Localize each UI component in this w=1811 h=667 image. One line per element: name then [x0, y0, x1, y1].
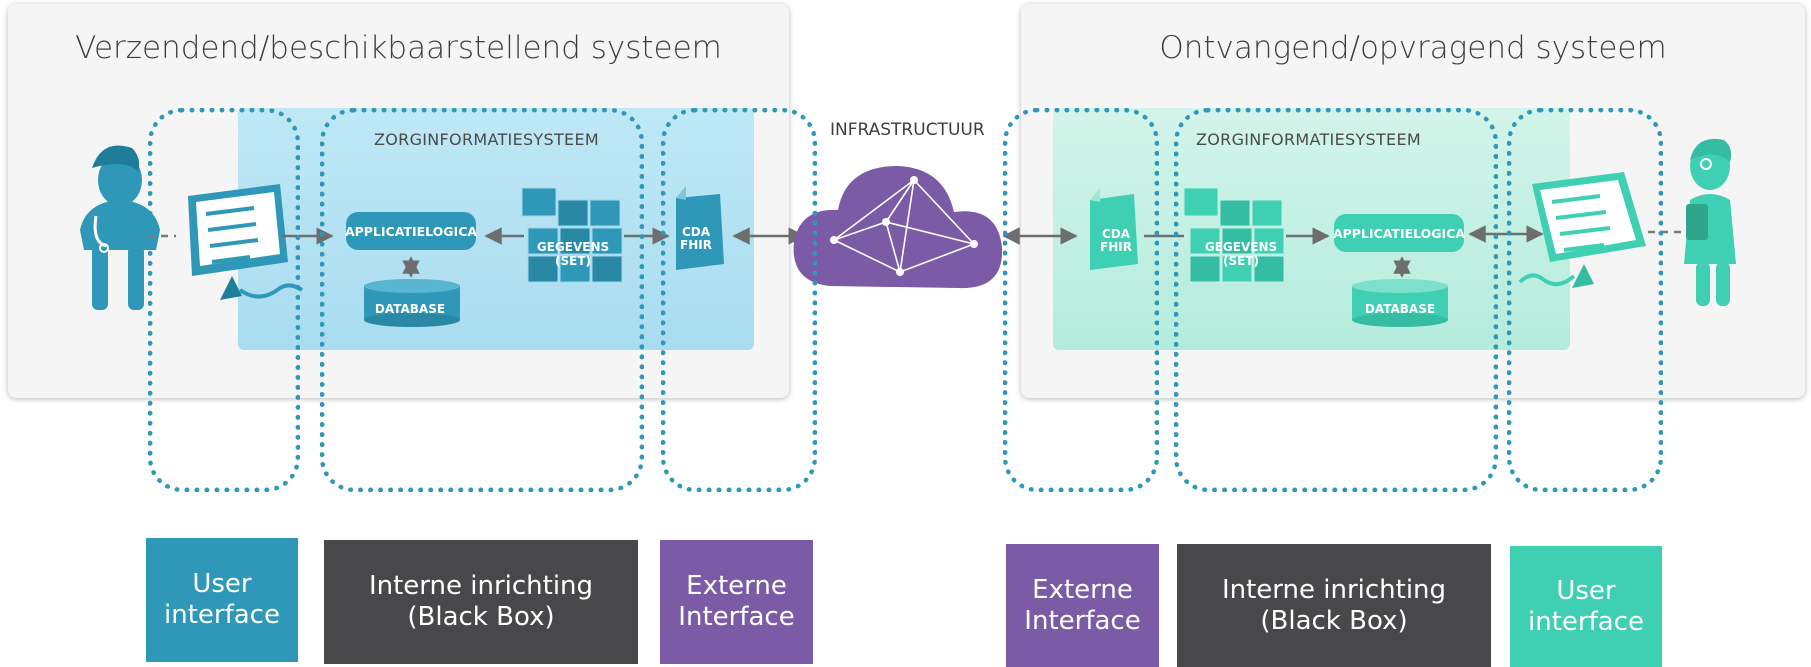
sending-system-title: Verzendend/beschikbaarstellend systeem: [75, 30, 722, 66]
legend-line2: (Black Box): [407, 602, 555, 632]
doc-fhir-label-left: FHIR: [680, 238, 712, 252]
legend-line1: Interne inrichting: [368, 571, 594, 602]
gegevens-label-left: GEGEVENS: [537, 240, 609, 254]
gegevens-cubes-right: [1183, 187, 1285, 283]
user-interface-outline-left: [148, 108, 300, 492]
nurse-icon: [1684, 138, 1736, 306]
doc-cda-label-left: CDA: [682, 225, 711, 239]
gegevens-set-label-right: (SET): [1223, 254, 1259, 268]
black-box-outline-left: [320, 108, 644, 492]
external-interface-outline-right: [1003, 108, 1159, 492]
infrastructure-cloud-icon: [793, 166, 1003, 289]
legend-line2: Interface: [678, 602, 795, 632]
doc-cda-label-right: CDA: [1102, 227, 1131, 241]
database-label-right: DATABASE: [1365, 302, 1435, 316]
black-box-outline-right: [1174, 108, 1498, 492]
legend-line1: Externe: [686, 571, 787, 602]
gegevens-label-right: GEGEVENS: [1205, 240, 1277, 254]
database-icon-left: [364, 279, 460, 327]
legend-black-box-right: Interne inrichting(Black Box): [1177, 544, 1491, 667]
legend-line2: interface: [164, 600, 280, 630]
user-interface-outline-right: [1507, 108, 1663, 492]
legend-line1: User: [192, 569, 252, 600]
legend-line2: interface: [1528, 606, 1644, 637]
legend-line2: (Black Box): [1260, 605, 1408, 636]
doctor-icon: [80, 145, 160, 310]
infrastructure-label: INFRASTRUCTUUR: [830, 120, 985, 140]
database-label-left: DATABASE: [375, 302, 445, 316]
sending-zis-label: ZORGINFORMATIESYSTEEM: [374, 130, 599, 149]
monitor-icon-left: [188, 184, 304, 300]
legend-line1: Interne inrichting: [1221, 574, 1447, 605]
app-logic-label-right: APPLICATIELOGICA: [1333, 226, 1465, 241]
receiving-zis-label: ZORGINFORMATIESYSTEEM: [1196, 130, 1421, 149]
receiving-system-title: Ontvangend/opvragend systeem: [1159, 30, 1667, 66]
doc-fhir-label-right: FHIR: [1100, 240, 1132, 254]
app-logic-label-left: APPLICATIELOGICA: [345, 224, 477, 239]
app-logic-pill-right: [1334, 214, 1464, 252]
gegevens-set-label-left: (SET): [555, 254, 591, 268]
document-icon-left: [676, 186, 724, 270]
external-interface-outline-left: [661, 108, 817, 492]
app-logic-pill-left: [346, 212, 476, 250]
legend-black-box-left: Interne inrichting(Black Box): [324, 540, 638, 664]
legend-line2: Interface: [1024, 605, 1141, 636]
monitor-icon-right: [1518, 172, 1646, 288]
legend-line1: Externe: [1032, 574, 1133, 605]
database-icon-right: [1352, 279, 1448, 327]
legend-line1: User: [1556, 575, 1616, 606]
gegevens-cubes-left: [521, 187, 623, 283]
document-icon-right: [1090, 188, 1138, 270]
